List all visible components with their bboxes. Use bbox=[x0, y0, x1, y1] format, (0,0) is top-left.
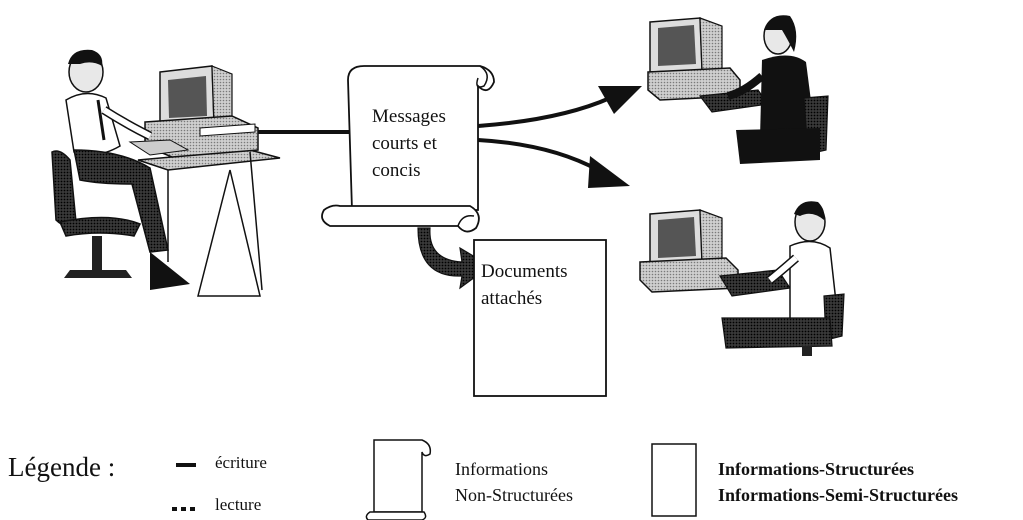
legend-solid-label: écriture bbox=[215, 453, 267, 472]
legend-dotted-label: lecture bbox=[215, 495, 262, 514]
documents-box-icon bbox=[473, 239, 607, 397]
legend-scroll-icon bbox=[365, 439, 432, 520]
scroll-line-2: courts et bbox=[372, 133, 437, 154]
sender-person-computer-icon bbox=[51, 49, 281, 297]
documents-box-text: Documents attachés bbox=[481, 258, 593, 312]
legend-dotted-line-icon bbox=[172, 507, 195, 511]
write-arrows bbox=[477, 86, 642, 188]
documents-line-2: attachés bbox=[481, 288, 543, 309]
receiver-man-computer-icon bbox=[639, 201, 845, 356]
attachment-curved-arrow-icon bbox=[417, 227, 492, 290]
legend-scroll-line-1: Informations bbox=[455, 459, 548, 479]
scroll-line-1: Messages bbox=[372, 106, 446, 127]
legend-box-line-1: Informations-Structurées bbox=[718, 459, 914, 479]
receiver-woman-computer-icon bbox=[647, 15, 829, 164]
legend-scroll-line-2: Non-Structurées bbox=[455, 485, 573, 505]
legend-box-icon bbox=[651, 443, 697, 517]
legend-box-line-2: Informations-Semi-Structurées bbox=[718, 485, 958, 505]
legend-title: Légende : bbox=[8, 452, 116, 482]
documents-line-1: Documents bbox=[481, 261, 568, 282]
scroll-line-3: concis bbox=[372, 160, 421, 181]
legend-scroll-label: Informations Non-Structurées bbox=[455, 456, 573, 508]
legend-box-label: Informations-Structurées Informations-Se… bbox=[718, 456, 958, 508]
message-scroll-icon bbox=[321, 65, 495, 233]
scroll-message-text: Messages courts et concis bbox=[372, 103, 492, 184]
